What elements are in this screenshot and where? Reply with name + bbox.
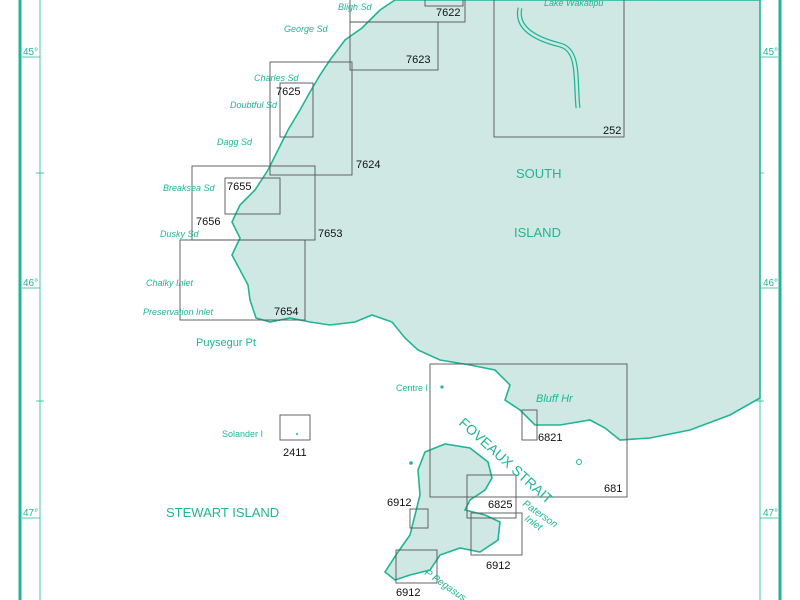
chart-7653[interactable]: 7653 bbox=[318, 228, 342, 240]
chart-7624[interactable]: 7624 bbox=[356, 159, 380, 171]
latitude-ticks bbox=[22, 56, 778, 519]
chart-2411[interactable]: 2411 bbox=[283, 447, 307, 459]
label-p-pegasus: P Pegasus bbox=[422, 567, 468, 600]
chart-6912-west[interactable]: 6912 bbox=[387, 497, 411, 509]
label-dagg-sd: Dagg Sd bbox=[217, 137, 253, 147]
chart-7625[interactable]: 7625 bbox=[276, 86, 300, 98]
lat-47-left: 47° bbox=[23, 508, 38, 519]
chart-6825[interactable]: 6825 bbox=[488, 499, 512, 511]
label-dusky-sd: Dusky Sd bbox=[160, 229, 200, 239]
label-solander-i: Solander I bbox=[222, 429, 263, 439]
label-centre-i: Centre I bbox=[396, 383, 428, 393]
lat-47-right: 47° bbox=[763, 508, 778, 519]
label-george-sd: George Sd bbox=[284, 24, 329, 34]
chart-7655[interactable]: 7655 bbox=[227, 181, 251, 193]
label-stewart-island: STEWART ISLAND bbox=[166, 505, 279, 520]
label-charles-sd: Charles Sd bbox=[254, 73, 300, 83]
label-bluff-hr: Bluff Hr bbox=[536, 393, 574, 405]
chart-252[interactable]: 252 bbox=[603, 125, 621, 137]
chart-limit-boxes bbox=[179, 0, 628, 584]
label-puysegur-pt: Puysegur Pt bbox=[196, 337, 256, 349]
lat-46-left: 46° bbox=[23, 278, 38, 289]
chart-6912-south[interactable]: 6912 bbox=[396, 587, 420, 599]
label-island: ISLAND bbox=[514, 225, 561, 240]
label-lake-wakatipu: Lake Wakatipu bbox=[544, 0, 603, 8]
chart-7623[interactable]: 7623 bbox=[406, 54, 430, 66]
lat-45-right: 45° bbox=[763, 47, 778, 58]
label-doubtful-sd: Doubtful Sd bbox=[230, 100, 278, 110]
chart-6912-east[interactable]: 6912 bbox=[486, 560, 510, 572]
label-chalky-inlet: Chalky Inlet bbox=[146, 278, 194, 288]
chart-7656[interactable]: 7656 bbox=[196, 216, 220, 228]
label-breaksea-sd: Breaksea Sd bbox=[163, 183, 216, 193]
label-south: SOUTH bbox=[516, 166, 562, 181]
label-preservation-inlet: Preservation Inlet bbox=[143, 307, 214, 317]
lat-46-right: 46° bbox=[763, 278, 778, 289]
stewart-island-land bbox=[383, 443, 501, 581]
chart-6821[interactable]: 6821 bbox=[538, 432, 562, 444]
chart-7622[interactable]: 7622 bbox=[436, 7, 460, 19]
label-bligh-sd: Bligh Sd bbox=[338, 2, 373, 12]
lat-45-left: 45° bbox=[23, 47, 38, 58]
chart-7654[interactable]: 7654 bbox=[274, 306, 298, 318]
chart-681[interactable]: 681 bbox=[604, 483, 622, 495]
south-island-land bbox=[231, 0, 761, 441]
